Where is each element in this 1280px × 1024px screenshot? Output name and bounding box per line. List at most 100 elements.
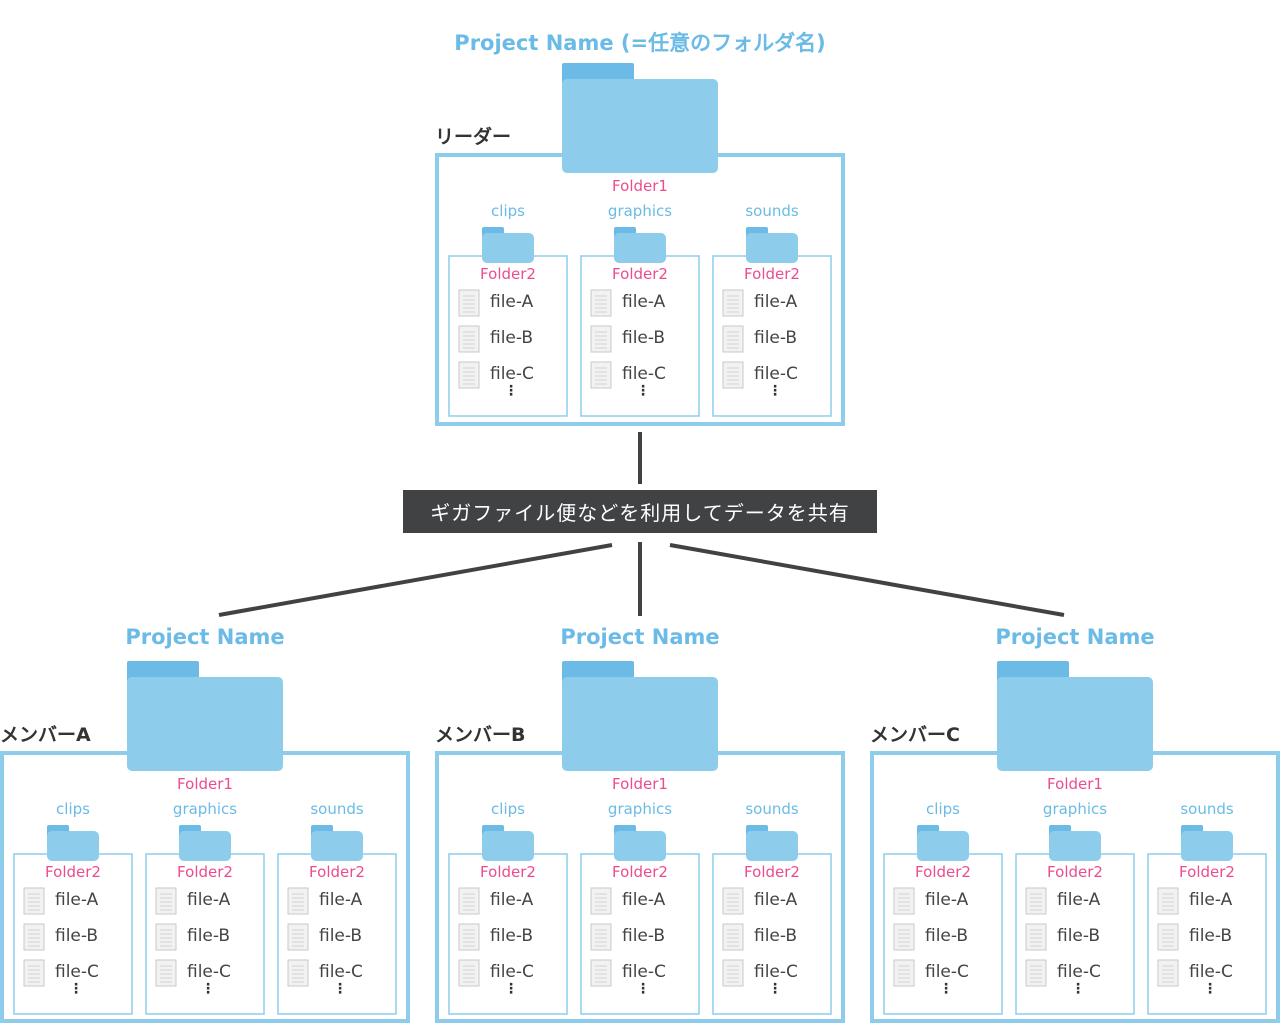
file-name-label: file-C	[187, 962, 231, 982]
file-name-label: file-B	[754, 926, 798, 946]
subfolder-name-label: graphics	[607, 800, 673, 818]
file-name-label: file-A	[622, 292, 666, 312]
file-name-label: file-A	[55, 890, 99, 910]
file-name-label: file-C	[925, 962, 969, 982]
folder2-label: Folder2	[612, 863, 668, 881]
project-folder-icon	[997, 661, 1153, 771]
file-name-label: file-B	[490, 926, 534, 946]
subfolder-box	[277, 853, 397, 1015]
subfolder-box	[1147, 853, 1267, 1015]
more-files-indicator: ⋮	[504, 981, 518, 997]
file-name-label: file-A	[754, 890, 798, 910]
subfolder-box	[448, 255, 568, 417]
file-name-label: file-A	[490, 890, 534, 910]
document-icon	[458, 923, 480, 951]
file-name-label: file-A	[187, 890, 231, 910]
folder1-label: Folder1	[1047, 775, 1103, 793]
subfolder-box	[580, 853, 700, 1015]
folder2-label: Folder2	[45, 863, 101, 881]
more-files-indicator: ⋮	[768, 981, 782, 997]
document-icon	[1025, 923, 1047, 951]
document-icon	[287, 887, 309, 915]
folder2-label: Folder2	[480, 265, 536, 283]
file-name-label: file-B	[55, 926, 99, 946]
document-icon	[590, 923, 612, 951]
more-files-indicator: ⋮	[939, 981, 953, 997]
folder2-label: Folder2	[309, 863, 365, 881]
subfolder-name-label: graphics	[172, 800, 238, 818]
subfolder-box	[580, 255, 700, 417]
role-label: リーダー	[435, 126, 512, 148]
more-files-indicator: ⋮	[333, 981, 347, 997]
document-icon	[722, 959, 744, 987]
more-files-indicator: ⋮	[504, 383, 518, 399]
document-icon	[590, 361, 612, 389]
document-icon	[1157, 887, 1179, 915]
project-folder-icon	[562, 63, 718, 173]
subfolder-name-label: clips	[56, 800, 90, 818]
document-icon	[458, 361, 480, 389]
document-icon	[590, 289, 612, 317]
document-icon	[155, 959, 177, 987]
file-name-label: file-B	[187, 926, 231, 946]
share-method-label: ギガファイル便などを利用してデータを共有	[430, 501, 850, 525]
document-icon	[23, 923, 45, 951]
folder2-label: Folder2	[612, 265, 668, 283]
file-name-label: file-A	[319, 890, 363, 910]
document-icon	[1025, 887, 1047, 915]
folder2-label: Folder2	[177, 863, 233, 881]
document-icon	[458, 289, 480, 317]
file-name-label: file-A	[622, 890, 666, 910]
project-folder-icon	[127, 661, 283, 771]
file-name-label: file-C	[1189, 962, 1233, 982]
document-icon	[155, 923, 177, 951]
project-box	[435, 153, 845, 426]
file-name-label: file-C	[622, 364, 666, 384]
more-files-indicator: ⋮	[768, 383, 782, 399]
file-name-label: file-B	[622, 926, 666, 946]
project-folder-icon	[562, 661, 718, 771]
file-name-label: file-C	[754, 364, 798, 384]
subfolder-box	[448, 853, 568, 1015]
folder1-label: Folder1	[612, 177, 668, 195]
project-title: Project Name (=任意のフォルダ名)	[454, 31, 826, 55]
file-name-label: file-B	[925, 926, 969, 946]
file-name-label: file-B	[319, 926, 363, 946]
document-icon	[722, 361, 744, 389]
document-icon	[590, 325, 612, 353]
project-box	[0, 751, 410, 1023]
document-icon	[893, 959, 915, 987]
subfolder-name-label: graphics	[1042, 800, 1108, 818]
project-title: Project Name	[125, 625, 285, 649]
file-name-label: file-A	[1057, 890, 1101, 910]
file-name-label: file-B	[1057, 926, 1101, 946]
file-name-label: file-C	[55, 962, 99, 982]
file-name-label: file-A	[1189, 890, 1233, 910]
file-name-label: file-C	[490, 962, 534, 982]
document-icon	[155, 887, 177, 915]
folder1-label: Folder1	[177, 775, 233, 793]
role-label: メンバーA	[0, 724, 91, 746]
share-method-box: ギガファイル便などを利用してデータを共有	[403, 490, 877, 533]
document-icon	[287, 959, 309, 987]
document-icon	[1157, 959, 1179, 987]
file-name-label: file-B	[1189, 926, 1233, 946]
subfolder-box	[13, 853, 133, 1015]
folder2-label: Folder2	[480, 863, 536, 881]
document-icon	[287, 923, 309, 951]
role-label: メンバーB	[435, 724, 526, 746]
more-files-indicator: ⋮	[1071, 981, 1085, 997]
file-name-label: file-C	[490, 364, 534, 384]
more-files-indicator: ⋮	[636, 981, 650, 997]
document-icon	[23, 959, 45, 987]
file-name-label: file-A	[754, 292, 798, 312]
document-icon	[458, 325, 480, 353]
more-files-indicator: ⋮	[201, 981, 215, 997]
subfolder-name-label: sounds	[745, 800, 799, 818]
subfolder-name-label: clips	[491, 202, 525, 220]
more-files-indicator: ⋮	[636, 383, 650, 399]
file-name-label: file-B	[754, 328, 798, 348]
document-icon	[722, 289, 744, 317]
subfolder-box	[712, 255, 832, 417]
